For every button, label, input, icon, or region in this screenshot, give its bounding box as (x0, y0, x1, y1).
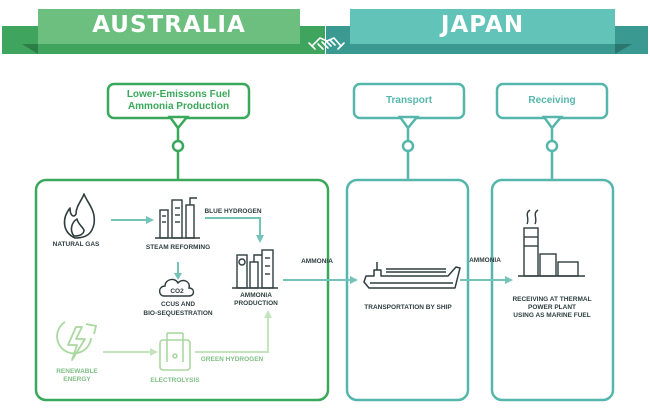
transport-connector (401, 139, 415, 153)
ccus-label-line2: BIO-SEQUESTRATION (143, 310, 213, 317)
green-hydrogen-label: GREEN HYDROGEN (200, 356, 264, 363)
co2-cloud-icon (158, 278, 195, 297)
australia-banner (38, 9, 300, 44)
receiving-stage-pointer (541, 115, 564, 131)
receiving-panel (490, 178, 615, 402)
renewable-energy-label-line1: RENEWABLE (56, 368, 98, 375)
transport-panel (345, 178, 470, 402)
australia-title: AUSTRALIA (92, 12, 246, 38)
ship-icon (363, 262, 461, 289)
receiving-label-line3: USING AS MARINE FUEL (513, 312, 591, 319)
production-stage-pointer (167, 115, 190, 131)
ammonia-to-ship-label: AMMONIA (301, 258, 333, 265)
ammonia-production-icon (232, 249, 278, 289)
blue-hydrogen-label: BLUE HYDROGEN (204, 208, 262, 215)
natural-gas-flame-icon (63, 193, 96, 239)
japan-banner (350, 9, 615, 44)
production-connector (171, 139, 185, 153)
handshake-icon (308, 37, 345, 50)
renewable-energy-icon (56, 321, 98, 361)
production-panel (34, 178, 330, 402)
receiving-stage-label: Receiving (528, 95, 576, 106)
japan-title: JAPAN (440, 12, 525, 38)
co2-label: CO2 (170, 288, 184, 295)
ammonia-production-label-line1: AMMONIA (240, 292, 272, 299)
electrolysis-icon (159, 332, 191, 371)
transportation-by-ship-label: TRANSPORTATION BY SHIP (364, 304, 452, 311)
transport-stage-label: Transport (385, 95, 433, 106)
transport-stage-pointer (397, 115, 420, 131)
ammonia-to-plant-label: AMMONIA (469, 257, 501, 264)
steam-reforming-label: STEAM REFORMING (145, 244, 211, 251)
ccus-label-line1: CCUS AND (160, 301, 196, 308)
ammonia-production-label-line2: PRODUCTION (234, 300, 278, 307)
receiving-label-line2: POWER PLANT (527, 304, 577, 311)
natural-gas-label: NATURAL GAS (52, 241, 100, 248)
receiving-label-line1: RECEIVING AT THERMAL (512, 296, 592, 303)
receiving-connector (545, 139, 559, 153)
power-plant-icon (518, 209, 585, 277)
australia-banner-fold (22, 44, 38, 54)
renewable-energy-label-line2: ENERGY (63, 376, 91, 383)
steam-reforming-icon (155, 197, 200, 239)
flow-arrows (103, 216, 513, 356)
production-stage-label: Lower-Emissons Fuel Ammonia Production (126, 89, 231, 112)
electrolysis-label: ELECTROLYSIS (150, 377, 200, 384)
japan-banner-fold (615, 44, 632, 54)
